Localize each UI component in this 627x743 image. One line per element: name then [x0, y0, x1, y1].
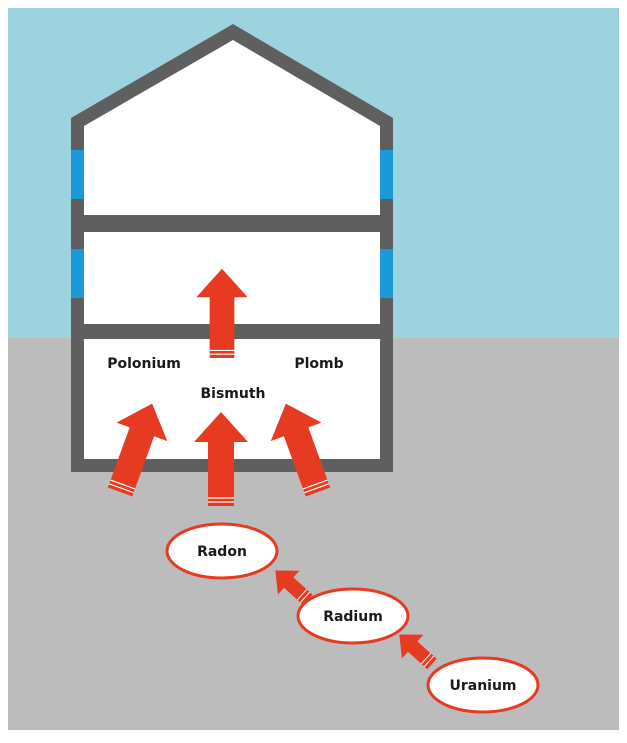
window-left-upper: [71, 150, 84, 199]
house: [71, 24, 393, 472]
label-plomb: Plomb: [294, 356, 343, 372]
window-left-middle: [71, 249, 84, 298]
label-radon: Radon: [197, 544, 247, 560]
label-uranium: Uranium: [449, 678, 516, 694]
label-polonium: Polonium: [107, 356, 181, 372]
window-right-middle: [380, 249, 393, 298]
window-right-upper: [380, 150, 393, 199]
label-bismuth: Bismuth: [200, 386, 265, 402]
label-radium: Radium: [323, 609, 383, 625]
